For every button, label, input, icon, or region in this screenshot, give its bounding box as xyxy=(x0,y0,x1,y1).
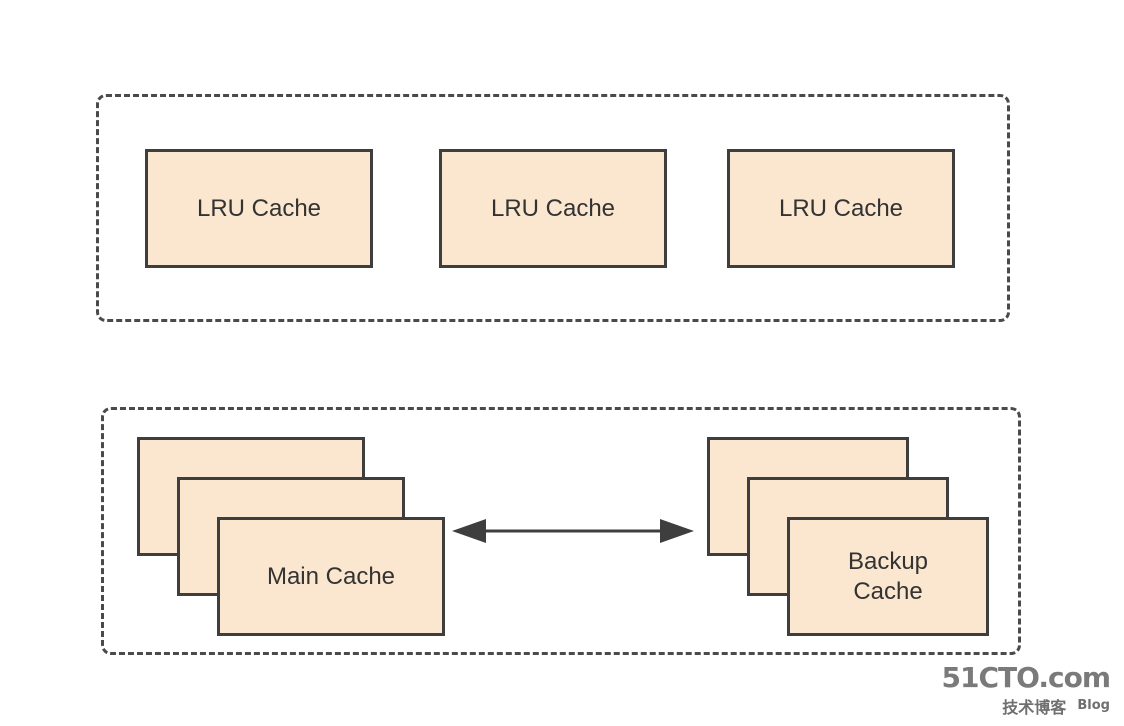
watermark-logo: 51CTO.com 技术博客 Blog xyxy=(941,661,1111,718)
lru-cache-label-2: LRU Cache xyxy=(490,194,616,222)
lru-cache-box-2: LRU Cache xyxy=(439,149,667,268)
bidirectional-arrow xyxy=(452,519,694,543)
arrow-head-right xyxy=(660,519,694,543)
watermark-site: 51CTO.com xyxy=(941,661,1111,694)
lru-cache-label-1: LRU Cache xyxy=(196,194,322,222)
main-backup-group xyxy=(101,407,1021,655)
backup-cache-box: Backup Cache xyxy=(787,517,989,636)
backup-cache-label: Backup Cache xyxy=(847,547,929,605)
watermark-subtitle: 技术博客 xyxy=(1002,698,1067,717)
main-cache-label: Main Cache xyxy=(266,562,396,590)
arrow-head-left xyxy=(452,519,486,543)
watermark-blog: Blog xyxy=(1077,698,1110,713)
lru-cache-box-3: LRU Cache xyxy=(727,149,955,268)
lru-cache-label-3: LRU Cache xyxy=(778,194,904,222)
lru-cache-group xyxy=(96,94,1010,322)
lru-cache-box-1: LRU Cache xyxy=(145,149,373,268)
main-cache-box: Main Cache xyxy=(217,517,445,636)
